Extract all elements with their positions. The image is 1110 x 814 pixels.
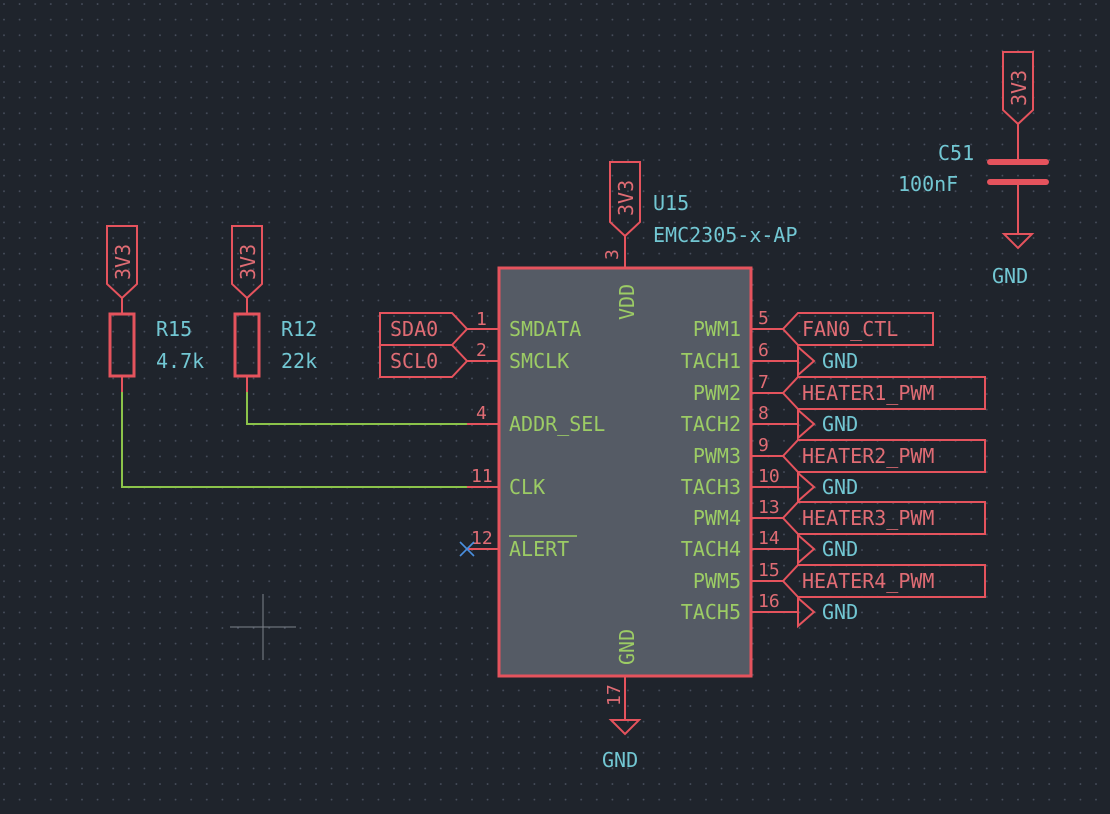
pin-tach2-number: 8 xyxy=(758,403,769,424)
pin-pwm3-number: 9 xyxy=(758,435,769,456)
capacitor-c51[interactable]: C51 100nF xyxy=(898,124,1049,234)
pin-pwm5-number: 15 xyxy=(758,560,780,581)
pin-pwm1-number: 5 xyxy=(758,308,769,329)
net-label-text: FAN0_CTL xyxy=(802,317,898,341)
pin-vdd-name: VDD xyxy=(615,284,639,320)
pin-tach1-number: 6 xyxy=(758,340,769,361)
pin-row-tach3: 10 TACH3 GND xyxy=(681,466,858,504)
net-label-heater2[interactable]: HEATER2_PWM xyxy=(781,439,986,473)
pin-clk-name: CLK xyxy=(509,475,545,499)
ground-c51[interactable]: GND xyxy=(992,233,1035,288)
net-label-text: HEATER2_PWM xyxy=(802,444,934,468)
net-label-text: SCL0 xyxy=(390,349,438,373)
pin-addr-sel-number: 4 xyxy=(476,403,487,424)
ic-u15[interactable]: U15 EMC2305-x-AP 3 VDD 17 GND 1 SMDATA 2… xyxy=(459,191,798,720)
ground-u15[interactable]: GND xyxy=(602,719,642,772)
ground-label: GND xyxy=(822,600,858,624)
ground-label: GND xyxy=(822,537,858,561)
ground-label: GND xyxy=(602,748,638,772)
r12-value: 22k xyxy=(281,349,317,373)
ground-label: GND xyxy=(822,349,858,373)
ground-label: GND xyxy=(822,412,858,436)
pin-row-tach4: 14 TACH4 GND xyxy=(681,528,858,566)
power-3v3-label: 3V3 xyxy=(236,244,260,280)
pin-tach3-name: TACH3 xyxy=(681,475,741,499)
net-label-text: HEATER1_PWM xyxy=(802,381,934,405)
ground-tach[interactable]: GND xyxy=(783,344,858,378)
ground-tach[interactable]: GND xyxy=(783,407,858,441)
pin-pwm4-number: 13 xyxy=(758,497,780,518)
pin-row-tach2: 8 TACH2 GND xyxy=(681,403,858,441)
pin-tach2-name: TACH2 xyxy=(681,412,741,436)
power-3v3-label: 3V3 xyxy=(111,244,135,280)
pin-smdata-number: 1 xyxy=(476,309,487,330)
ground-label: GND xyxy=(822,475,858,499)
power-3v3-r15[interactable]: 3V3 xyxy=(106,225,138,300)
pin-pwm4-name: PWM4 xyxy=(693,506,741,530)
wire-r12-addr-sel[interactable] xyxy=(246,392,467,425)
resistor-r15[interactable]: R15 4.7k xyxy=(108,298,204,392)
ground-label: GND xyxy=(992,264,1028,288)
pin-row-pwm2: 7 PWM2 HEATER1_PWM xyxy=(693,372,986,410)
r15-reference: R15 xyxy=(156,317,192,341)
power-3v3-label: 3V3 xyxy=(1007,70,1031,106)
pin-row-pwm1: 5 PWM1 FAN0_CTL xyxy=(693,308,934,346)
pin-pwm5-name: PWM5 xyxy=(693,569,741,593)
pin-smclk-name: SMCLK xyxy=(509,349,569,373)
pin-row-pwm4: 13 PWM4 HEATER3_PWM xyxy=(693,497,986,535)
r15-value: 4.7k xyxy=(156,349,204,373)
pin-tach4-number: 14 xyxy=(758,528,780,549)
power-3v3-r12[interactable]: 3V3 xyxy=(231,225,263,300)
net-label-text: HEATER3_PWM xyxy=(802,506,934,530)
ground-tach[interactable]: GND xyxy=(783,470,858,504)
pin-clk-number: 11 xyxy=(471,466,493,487)
net-label-sda0[interactable]: SDA0 xyxy=(379,312,469,346)
pin-tach1-name: TACH1 xyxy=(681,349,741,373)
net-label-text: SDA0 xyxy=(390,317,438,341)
net-label-heater1[interactable]: HEATER1_PWM xyxy=(781,376,986,410)
ic-value: EMC2305-x-AP xyxy=(653,223,798,247)
power-3v3-label: 3V3 xyxy=(614,180,638,216)
pin-pwm3-name: PWM3 xyxy=(693,444,741,468)
pin-row-tach1: 6 TACH1 GND xyxy=(681,340,858,378)
pin-tach3-number: 10 xyxy=(758,466,780,487)
pin-alert-name: ALERT xyxy=(509,537,569,561)
pin-row-pwm3: 9 PWM3 HEATER2_PWM xyxy=(693,435,986,473)
net-label-heater3[interactable]: HEATER3_PWM xyxy=(781,501,986,535)
pin-smdata-name: SMDATA xyxy=(509,317,581,341)
pin-tach5-number: 16 xyxy=(758,591,780,612)
power-3v3-c51[interactable]: 3V3 xyxy=(1002,51,1034,126)
cursor-crosshair xyxy=(230,594,296,660)
pin-gnd-number: 17 xyxy=(604,684,625,706)
net-label-fan0[interactable]: FAN0_CTL xyxy=(781,312,934,346)
power-3v3-u15[interactable]: 3V3 xyxy=(609,161,641,238)
ic-body[interactable] xyxy=(497,266,753,678)
pin-smclk-number: 2 xyxy=(476,340,487,361)
ground-tach[interactable]: GND xyxy=(783,532,858,566)
r12-reference: R12 xyxy=(281,317,317,341)
pin-addr-sel-name: ADDR_SEL xyxy=(509,412,605,436)
pin-tach5-name: TACH5 xyxy=(681,600,741,624)
wire-r15-clk[interactable] xyxy=(121,392,467,488)
no-connect-marker xyxy=(459,541,475,557)
pin-vdd-number: 3 xyxy=(602,249,623,260)
pin-gnd-name: GND xyxy=(615,629,639,665)
pin-row-pwm5: 15 PWM5 HEATER4_PWM xyxy=(693,560,986,598)
ic-reference: U15 xyxy=(653,191,689,215)
pin-row-tach5: 16 TACH5 GND xyxy=(681,591,858,629)
net-label-text: HEATER4_PWM xyxy=(802,569,934,593)
resistor-r12[interactable]: R12 22k xyxy=(233,298,317,392)
pin-pwm2-name: PWM2 xyxy=(693,381,741,405)
pin-pwm2-number: 7 xyxy=(758,372,769,393)
ground-tach[interactable]: GND xyxy=(783,595,858,629)
pin-pwm1-name: PWM1 xyxy=(693,317,741,341)
c51-reference: C51 xyxy=(938,141,974,165)
pin-tach4-name: TACH4 xyxy=(681,537,741,561)
net-label-scl0[interactable]: SCL0 xyxy=(379,344,469,378)
pin-alert-number: 12 xyxy=(471,528,493,549)
net-label-heater4[interactable]: HEATER4_PWM xyxy=(781,564,986,598)
c51-value: 100nF xyxy=(898,172,958,196)
